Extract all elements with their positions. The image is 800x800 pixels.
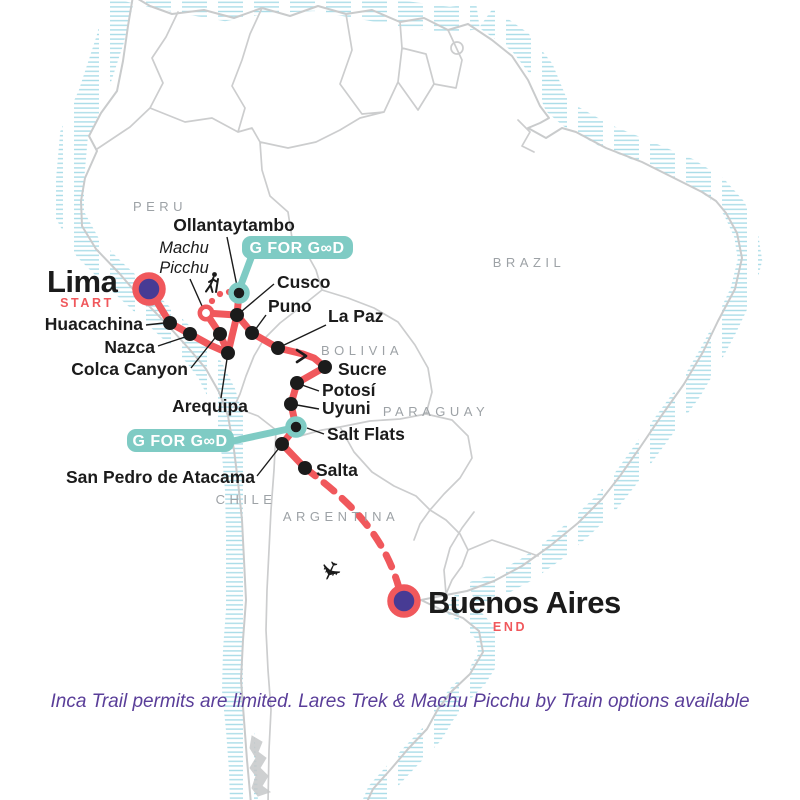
coast-hatching [56, 0, 763, 800]
leader-salt-flats [306, 427, 325, 435]
leader-machu-picchu [189, 278, 203, 307]
stop-dot-arequipa [221, 346, 235, 360]
stop-dot-huacachina [163, 316, 177, 330]
stop-label-huacachina: Huacachina [45, 314, 143, 334]
leader-cusco [241, 283, 275, 312]
stop-dot-cusco [230, 308, 244, 322]
stop-tag-lima: START [60, 296, 114, 310]
stop-label-salta: Salta [316, 460, 358, 480]
leader-colca-canyon [190, 337, 216, 369]
stop-label-buenos-aires: Buenos Aires [428, 585, 621, 620]
stop-dot-sucre [318, 360, 332, 374]
leader-nazca [157, 336, 186, 347]
stop-label-nazca: Nazca [104, 337, 155, 357]
country-label-bolivia: BOLIVIA [321, 343, 403, 358]
stop-label-uyuni: Uyuni [322, 398, 371, 418]
stop-label-arequipa: Arequipa [172, 396, 248, 416]
stop-dot-puno [245, 326, 259, 340]
stop-label-cusco: Cusco [277, 272, 330, 292]
country-label-peru: PERU [133, 199, 187, 214]
stop-dot-colca-canyon [213, 327, 227, 341]
country-label-paraguay: PARAGUAY [383, 404, 489, 419]
stop-dot-potosi [290, 376, 304, 390]
leader-huacachina [145, 322, 165, 326]
hiker-pole [215, 278, 219, 293]
stop-dot-lima [132, 272, 166, 306]
stop-dot-salt-flats [285, 416, 307, 438]
stop-dot-machu-picchu [197, 304, 215, 322]
gfg-salt-flats-label: G FOR G∞D [132, 433, 227, 450]
country-label-chile: CHILE [216, 492, 277, 507]
stop-label-san-pedro-de-atacama: San Pedro de Atacama [66, 467, 255, 487]
stop-dot-san-pedro-de-atacama [275, 437, 289, 451]
gfg-salt-flats-badge [127, 429, 234, 452]
leader-uyuni [296, 404, 320, 410]
country-label-brazil: BRAZIL [493, 255, 566, 270]
stop-dot-uyuni [284, 397, 298, 411]
plane-icon: ✈ [312, 555, 348, 587]
stop-label-colca-canyon: Colca Canyon [71, 359, 188, 379]
stop-label-sucre: Sucre [338, 359, 387, 379]
leader-la-paz [281, 324, 327, 347]
hiker-icon [205, 272, 219, 293]
leader-potosi [301, 384, 320, 392]
inca-trail-dot [216, 290, 224, 298]
hiker-legs [205, 284, 214, 293]
stop-tag-buenos-aires: END [493, 620, 527, 634]
country-borders [96, 7, 539, 800]
marajo-island [450, 41, 464, 55]
hiker-head [212, 272, 217, 277]
leader-puno [254, 314, 267, 331]
stop-dot-buenos-aires [387, 584, 421, 618]
gfg-cusco-label: G FOR G∞D [249, 240, 344, 257]
stop-dot-nazca [183, 327, 197, 341]
stop-label-la-paz: La Paz [328, 306, 384, 326]
leader-san-pedro-de-atacama [256, 447, 280, 477]
stop-dot-la-paz [271, 341, 285, 355]
stop-dot-salta [298, 461, 312, 475]
stop-label-machu-picchu: Picchu [159, 259, 209, 277]
gfg-salt-flats-connector [229, 424, 297, 445]
stop-label-ollantaytambo: Ollantaytambo [173, 215, 295, 235]
direction-chevron [295, 348, 308, 364]
map-geography [80, 0, 743, 800]
inca-trail-dot [208, 297, 216, 305]
stop-label-puno: Puno [268, 296, 312, 316]
country-label-argentina: ARGENTINA [283, 509, 399, 524]
stop-dot-ollantaytambo [228, 282, 250, 304]
flight-dashed-line [301, 464, 403, 592]
leader-arequipa [220, 358, 228, 399]
stop-label-machu-picchu: Machu [159, 239, 209, 257]
inca-trail-note: Inca Trail permits are limited. Lares Tr… [50, 691, 750, 712]
stop-label-potosi: Potosí [322, 380, 377, 400]
stop-label-salt-flats: Salt Flats [327, 424, 405, 444]
hiker-arms [208, 278, 219, 283]
fjords [249, 735, 272, 797]
gfg-cusco-badge [242, 236, 353, 259]
leader-ollantaytambo [226, 236, 238, 287]
coastline [80, 0, 743, 800]
stop-label-lima: Lima [47, 264, 119, 299]
